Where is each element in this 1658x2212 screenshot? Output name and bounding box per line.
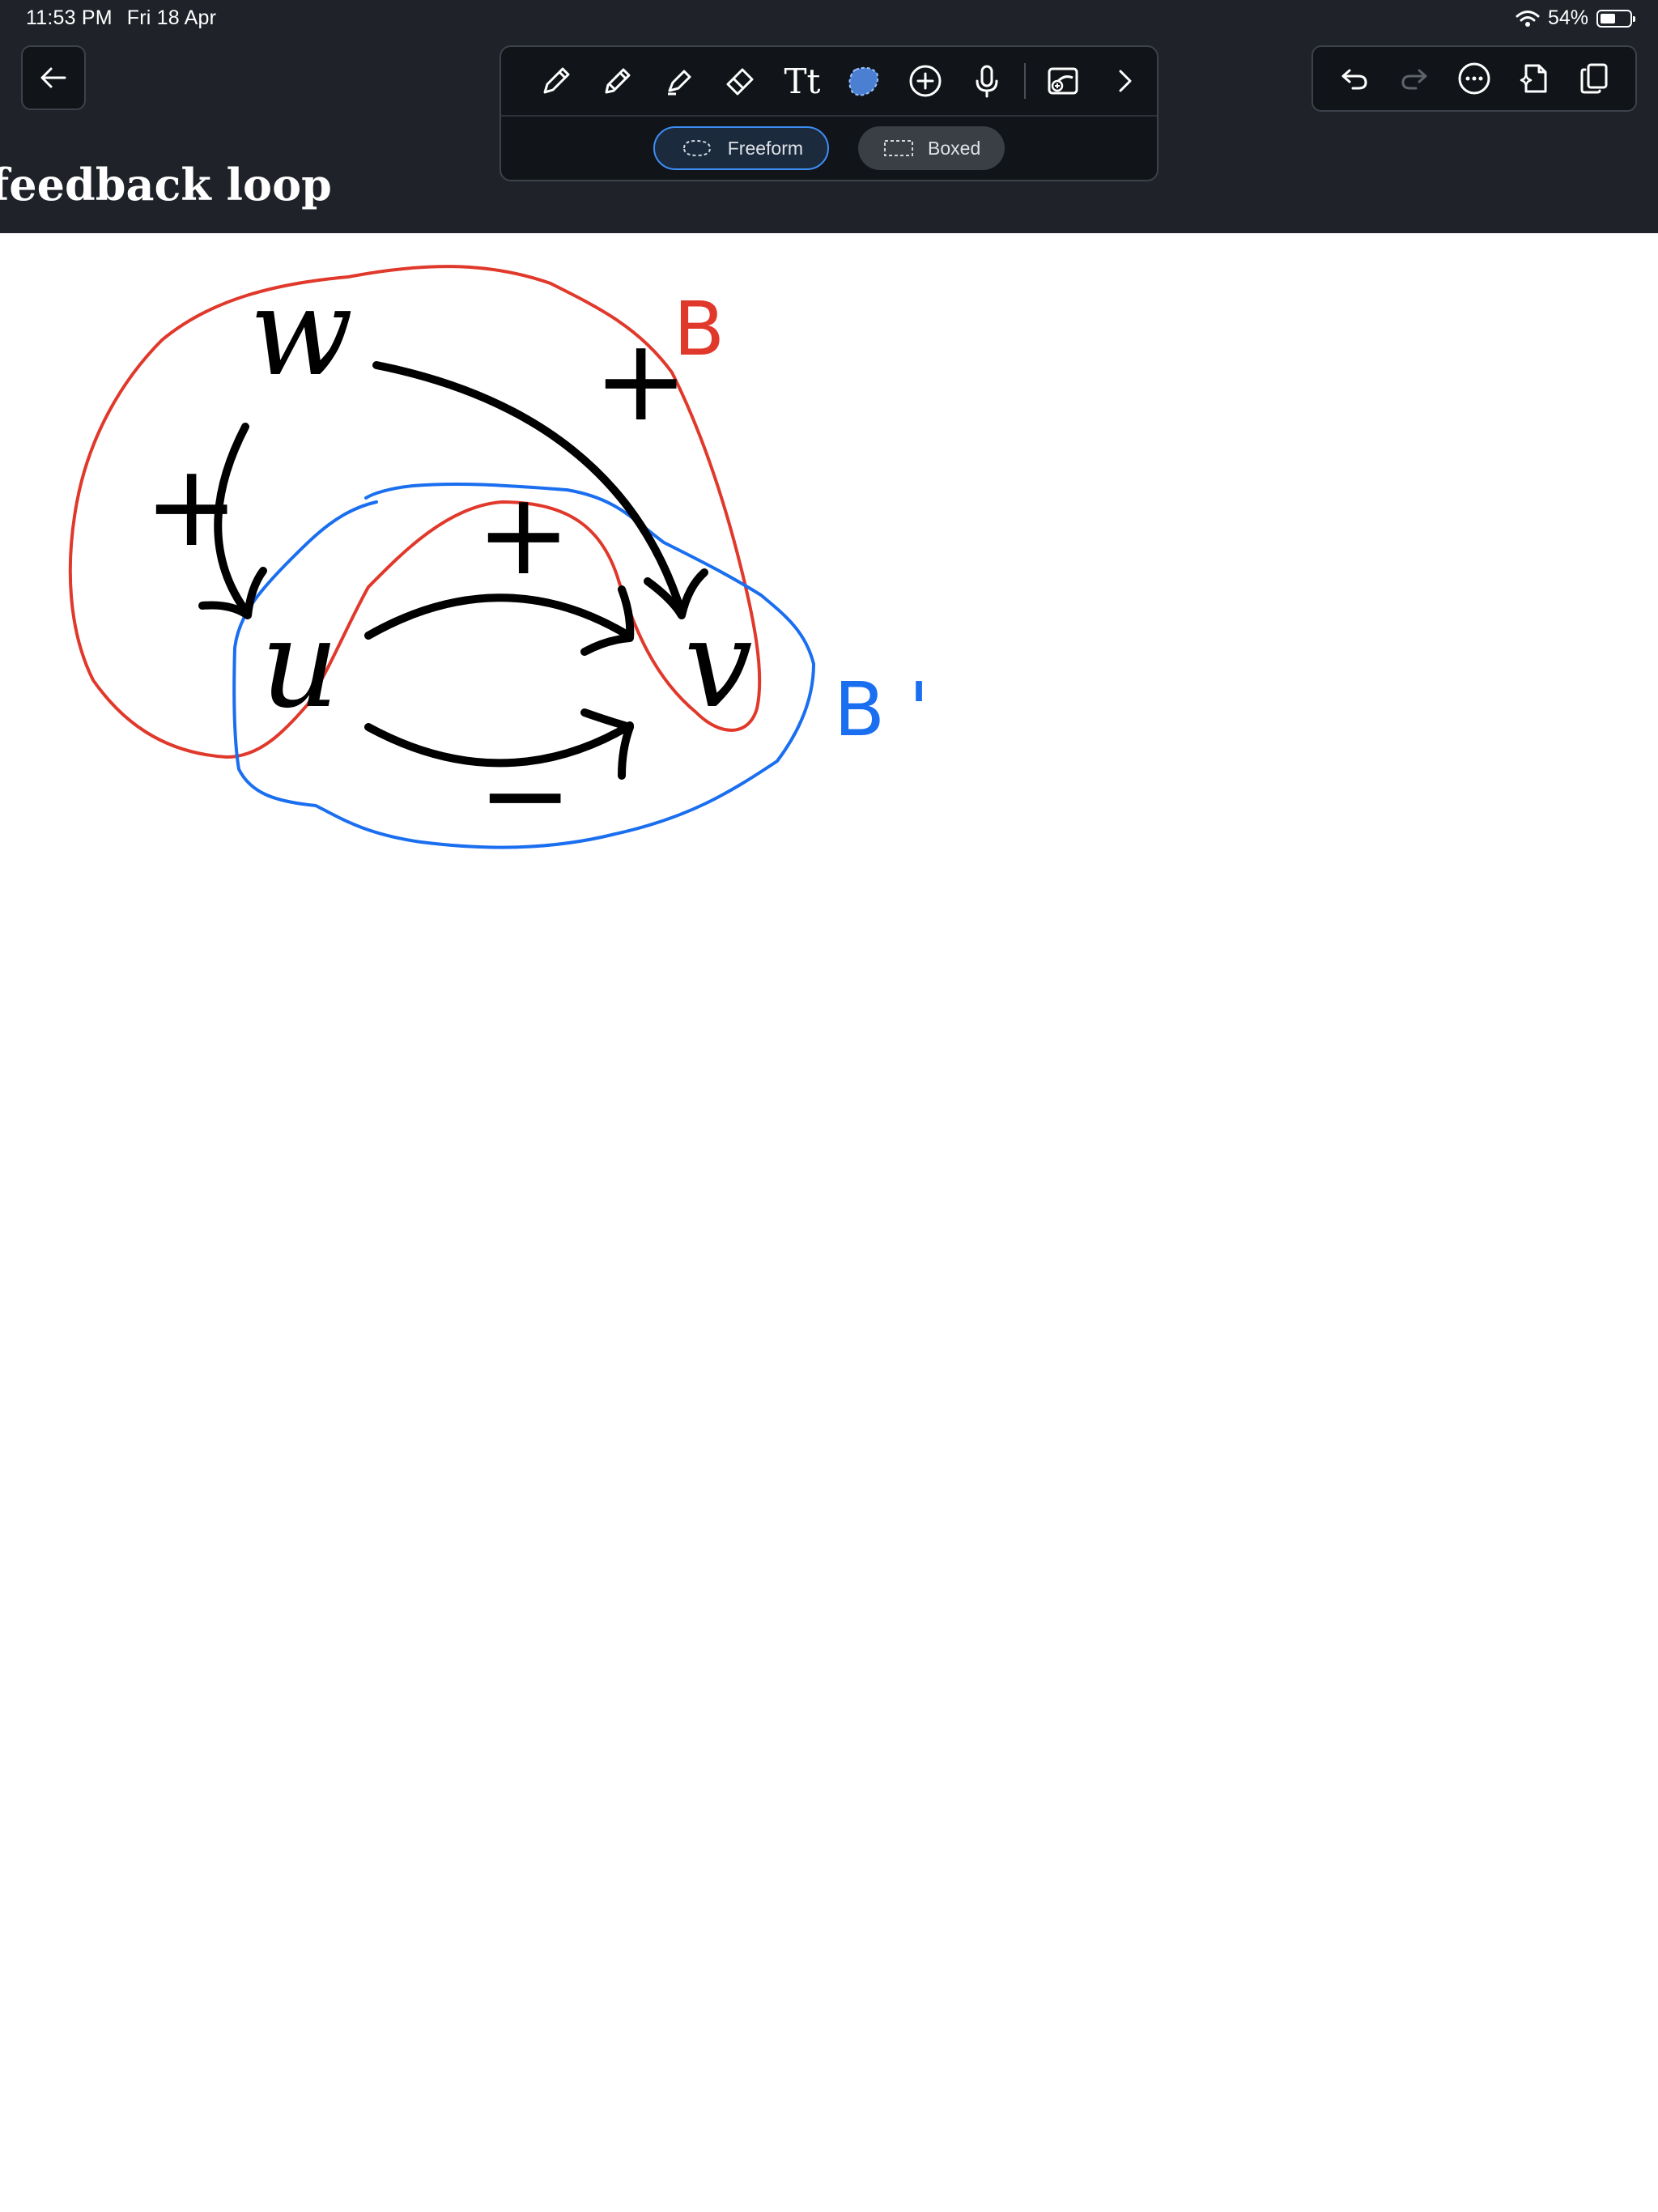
lasso-mode-row: Freeform Boxed: [501, 115, 1157, 180]
status-bar-right: 54%: [1516, 6, 1635, 30]
freeform-mode-label: Freeform: [727, 137, 804, 159]
undo-icon: [1341, 69, 1367, 90]
image-insert-icon: [1048, 67, 1078, 95]
boxed-mode-label: Boxed: [928, 137, 981, 159]
pages-button[interactable]: [1569, 53, 1619, 104]
more-options-button[interactable]: [1449, 53, 1499, 104]
pen-tool[interactable]: [525, 50, 587, 112]
red-set-label: B: [674, 286, 725, 372]
chevron-right-icon: [1119, 70, 1132, 92]
freeform-lasso-icon: [682, 139, 711, 157]
battery-percent: 54%: [1547, 6, 1588, 29]
text-tool[interactable]: Tt: [772, 50, 833, 112]
more-icon: [1458, 62, 1490, 95]
sign-w-to-u: +: [144, 440, 239, 572]
highlighter-tool[interactable]: [648, 50, 710, 112]
status-bar-left: 11:53 PM Fri 18 Apr: [26, 6, 216, 30]
edge-u-to-v-top: [364, 593, 634, 640]
edges: [198, 361, 708, 780]
undo-button[interactable]: [1329, 53, 1380, 104]
back-button[interactable]: [21, 45, 86, 110]
drawing-toolbar: Tt Freeform: [500, 45, 1158, 181]
status-date: Fri 18 Apr: [126, 6, 217, 29]
ai-page-icon: [1520, 64, 1547, 93]
arrow-left-icon: [40, 67, 66, 88]
page-title: feedback loop: [0, 159, 332, 211]
pencil-icon: [605, 68, 631, 94]
boxed-lasso-icon: [884, 140, 914, 156]
freeform-mode-button[interactable]: Freeform: [653, 126, 830, 170]
edge-w-to-v-head: [644, 568, 708, 619]
tool-row: Tt: [501, 47, 1157, 115]
node-u: u: [261, 594, 339, 735]
top-bar: 11:53 PM Fri 18 Apr 54%: [0, 0, 1658, 233]
edge-u-to-v-bottom: [364, 721, 634, 768]
drawing-canvas[interactable]: w u v + + + − B B ': [0, 233, 1658, 2212]
edge-w-to-v: [372, 361, 686, 617]
toolbar-more-button[interactable]: [1094, 50, 1155, 112]
toolbar-divider: [1024, 63, 1026, 99]
wifi-icon: [1516, 10, 1540, 27]
lasso-tool[interactable]: [833, 50, 895, 112]
battery-icon: [1596, 9, 1635, 28]
pages-icon: [1580, 63, 1608, 94]
blue-set-outline: [232, 482, 815, 849]
edge-w-to-u: [214, 423, 252, 618]
document-actions: [1312, 45, 1637, 112]
blue-set-label: B ': [834, 666, 929, 753]
redo-button[interactable]: [1389, 53, 1439, 104]
eraser-icon: [726, 68, 754, 96]
boxed-mode-button[interactable]: Boxed: [858, 126, 1005, 170]
diagram: w u v + + + − B B ': [68, 262, 929, 861]
eraser-tool[interactable]: [710, 50, 772, 112]
text-tool-icon: Tt: [784, 61, 821, 101]
add-tool[interactable]: [895, 50, 956, 112]
pencil-tool[interactable]: [587, 50, 648, 112]
microphone-icon: [976, 65, 998, 98]
highlighter-icon: [668, 70, 691, 96]
status-time: 11:53 PM: [26, 6, 113, 29]
add-icon: [909, 65, 942, 97]
microphone-tool[interactable]: [956, 50, 1018, 112]
edge-u-to-v-top-head: [580, 585, 635, 656]
ai-page-button[interactable]: [1509, 53, 1559, 104]
sign-u-to-v-bottom: −: [478, 730, 572, 861]
battery-fill: [1601, 13, 1615, 23]
lasso-icon: [848, 66, 879, 96]
sign-w-to-v: +: [593, 315, 688, 447]
image-insert-tool[interactable]: [1032, 50, 1094, 112]
edge-w-to-u-head: [198, 567, 267, 619]
pen-icon: [543, 67, 570, 94]
sign-u-to-v-top: +: [476, 469, 571, 601]
edge-u-to-v-bottom-head: [580, 708, 634, 780]
node-w: w: [249, 262, 353, 403]
redo-icon: [1401, 69, 1427, 90]
node-v: v: [684, 594, 753, 735]
red-set-outline: [68, 265, 762, 759]
